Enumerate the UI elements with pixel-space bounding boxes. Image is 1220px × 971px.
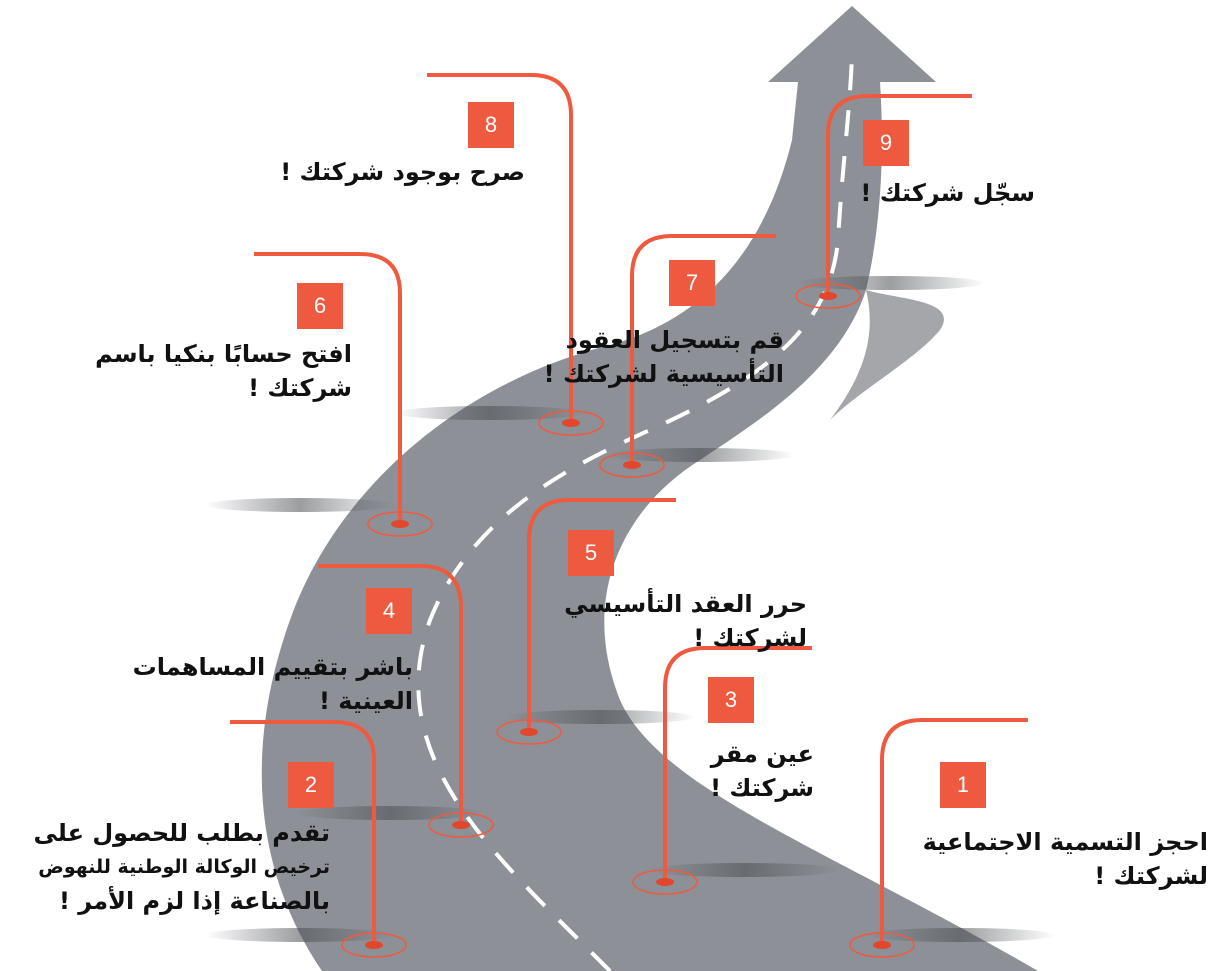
- pole-3: [663, 646, 812, 880]
- step-9-badge: 9: [863, 120, 909, 166]
- base-7: [599, 452, 665, 478]
- base-2: [341, 932, 407, 958]
- step-2-badge: 2: [288, 762, 334, 808]
- base-4: [428, 812, 494, 838]
- step-1-badge: 1: [940, 762, 986, 808]
- road-curl-shadow: [830, 290, 944, 420]
- pole-4: [318, 564, 463, 823]
- step-9-label: سجّل شركتك !: [860, 179, 1035, 207]
- step-4-badge: 4: [366, 588, 412, 634]
- step-6-badge: 6: [297, 283, 343, 329]
- step-8-label: صرح بوجود شركتك !: [280, 158, 525, 186]
- road-shape: [261, 6, 1039, 971]
- pole-1: [880, 718, 1028, 943]
- base-1: [849, 932, 915, 958]
- pole-9: [826, 94, 972, 294]
- lane-dashes: [416, 54, 854, 971]
- base-5: [496, 719, 562, 745]
- step-5-badge: 5: [568, 530, 614, 576]
- pole-6: [254, 252, 402, 522]
- step-8-badge: 8: [468, 102, 514, 148]
- base-8: [538, 410, 604, 436]
- base-6: [367, 511, 433, 537]
- pole-2: [230, 720, 376, 943]
- base-9: [795, 283, 861, 309]
- base-3: [632, 869, 698, 895]
- step-3-badge: 3: [708, 677, 754, 723]
- pole-5: [527, 498, 676, 730]
- pole-8: [427, 73, 573, 421]
- step-7-badge: 7: [669, 260, 715, 306]
- marker-bases: [341, 283, 915, 958]
- pole-7: [630, 234, 776, 463]
- marker-poles: [230, 73, 1028, 943]
